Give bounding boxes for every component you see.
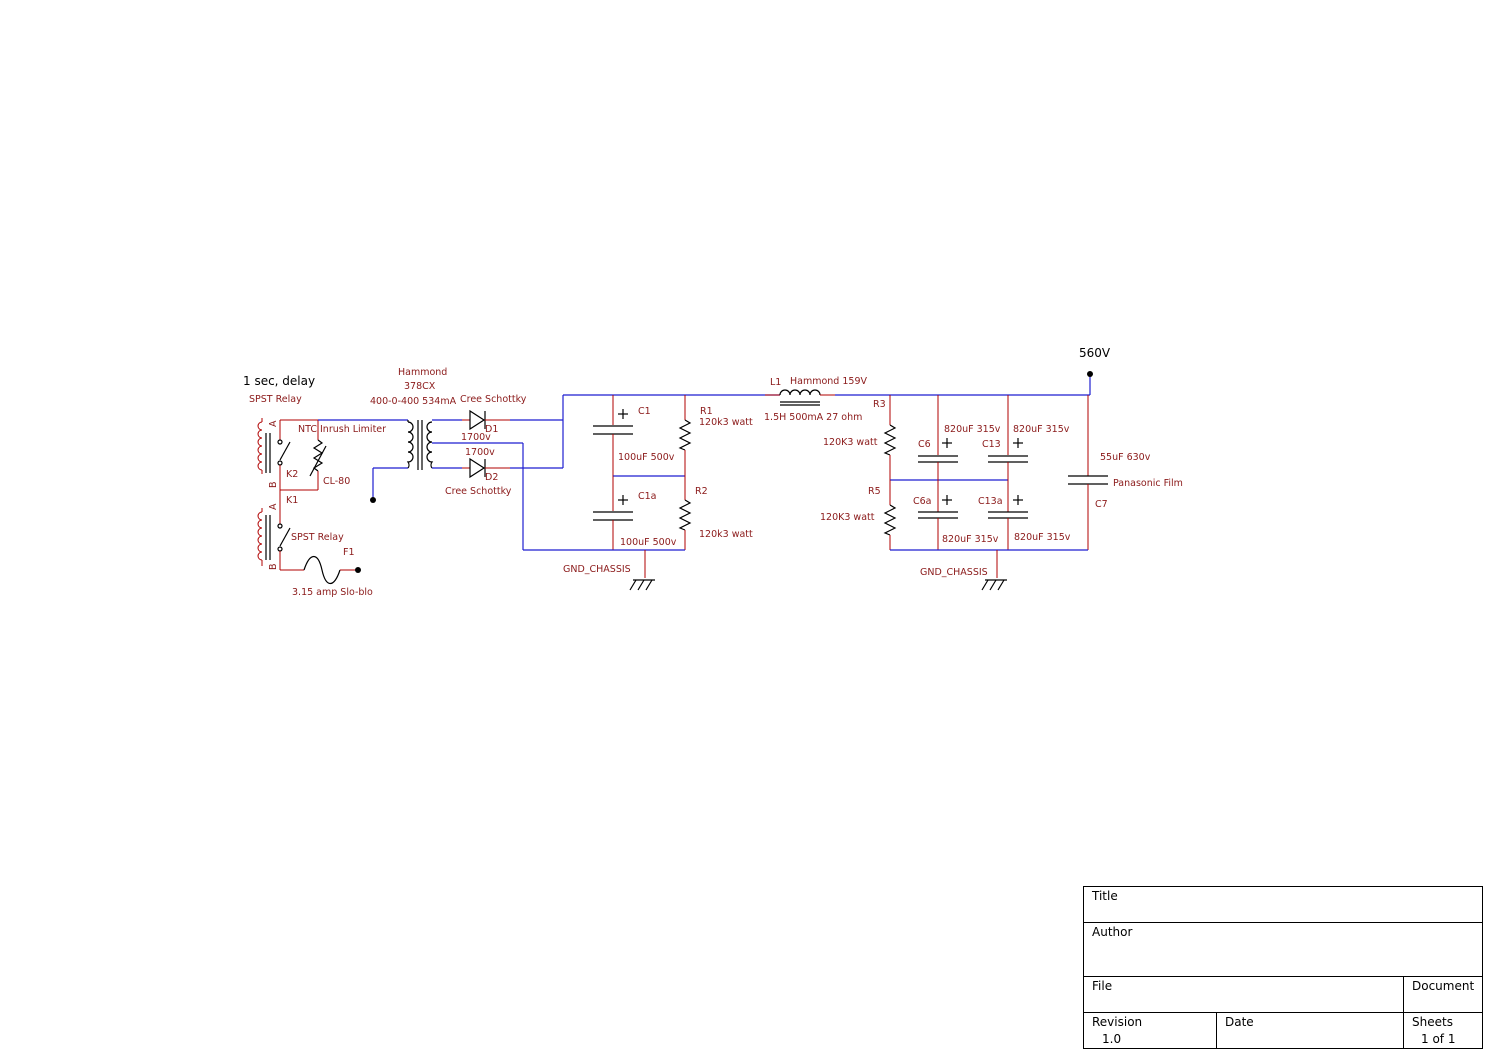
sheets-label: Sheets [1412,1015,1453,1029]
fuse-value-label: 3.15 amp Slo-blo [292,587,373,598]
title-label: Title [1092,889,1118,903]
relay-k2-label: K2 [286,469,298,480]
c7-ref-label: C7 [1095,499,1108,510]
c1a-value-label: 100uF 500v [620,537,677,548]
resistor-r5-symbol [883,504,897,536]
transformer-brand-label: Hammond [398,367,447,378]
first-filter-stage [523,394,780,591]
output-voltage-label: 560V [1079,346,1111,360]
d2-ref-label: D2 [485,472,498,483]
resistor-r1-symbol [678,419,692,451]
relay-k1-pin-a: A [268,503,279,510]
resistor-r2-symbol [678,499,692,531]
relay-section [257,418,408,585]
revision-label: Revision [1092,1015,1143,1029]
ntc-part-label: CL-80 [323,476,350,487]
file-label: File [1092,979,1113,993]
r1-value-label: 120k3 watt [699,417,753,428]
author-label: Author [1092,925,1133,939]
ground-symbol-2 [981,579,1007,591]
c7-type-label: Panasonic Film [1113,478,1183,489]
relay-k2-coil [257,421,263,471]
revision-value: 1.0 [1102,1032,1122,1046]
relay-k1-label: K1 [286,495,298,506]
transformer-hammond-378cx [406,419,520,470]
d1-voltage-label: 1700v [461,432,491,443]
choke-l1 [765,389,835,406]
relay2-type-label: SPST Relay [291,532,344,543]
r3-ref-label: R3 [873,399,886,410]
relay-k2-pin-b: B [268,481,279,488]
d2-type-label: Cree Schottky [445,486,512,497]
c1-value-label: 100uF 500v [618,452,675,463]
r5-ref-label: R5 [868,486,881,497]
relay1-type-label: SPST Relay [249,394,302,405]
diode-d2-symbol [469,457,486,479]
output-terminal-dot [1087,371,1093,377]
fuse-ref-label: F1 [343,547,355,558]
l1-brand-label: Hammond 159V [790,376,867,387]
transformer-model-label: 378CX [404,381,436,392]
c1-ref-label: C1 [638,406,651,417]
l1-value-label: 1.5H 500mA 27 ohm [764,412,862,423]
c6-ref-label: C6 [918,439,931,450]
c1a-ref-label: C1a [638,491,657,502]
l1-ref-label: L1 [770,377,781,388]
c13a-value-label: 820uF 315v [1014,532,1071,543]
d1-ref-label: D1 [485,424,498,435]
ntc-label: NTC Inrush Limiter [298,424,386,435]
delay-label: 1 sec, delay [243,374,315,388]
neutral-terminal-dot [370,497,376,503]
r1-ref-label: R1 [700,406,713,417]
document-label: Document [1412,979,1475,993]
c13-ref-label: C13 [982,439,1001,450]
c6a-ref-label: C6a [913,496,932,507]
sheets-value: 1 of 1 [1421,1032,1456,1046]
r2-ref-label: R2 [695,486,708,497]
ground-symbol-1 [629,579,655,591]
relay-k1-pin-b: B [268,563,279,570]
c6-value-label: 820uF 315v [944,424,1001,435]
diode-d1-symbol [469,409,486,431]
gnd2-label: GND_CHASSIS [920,567,988,578]
relay-k1-coil [257,511,263,561]
rectifier-diodes [462,395,564,550]
date-label: Date [1225,1015,1254,1029]
c7-value-label: 55uF 630v [1100,452,1151,463]
second-filter-stage [835,371,1108,591]
d1-type-label: Cree Schottky [460,394,527,405]
mains-terminal-dot [355,567,361,573]
c13a-ref-label: C13a [978,496,1003,507]
d2-voltage-label: 1700v [465,447,495,458]
c6a-value-label: 820uF 315v [942,534,999,545]
fuse-f1-symbol [303,555,341,585]
r5-value-label: 120K3 watt [820,512,875,523]
relay-k2-pin-a: A [268,420,279,427]
title-block: Title Author File Document Revision 1.0 … [1083,886,1483,1049]
r3-value-label: 120K3 watt [823,437,878,448]
c13-value-label: 820uF 315v [1013,424,1070,435]
gnd1-label: GND_CHASSIS [563,564,631,575]
resistor-r3-symbol [883,424,897,456]
r2-value-label: 120k3 watt [699,529,753,540]
transformer-rating-label: 400-0-400 534mA [370,396,457,407]
